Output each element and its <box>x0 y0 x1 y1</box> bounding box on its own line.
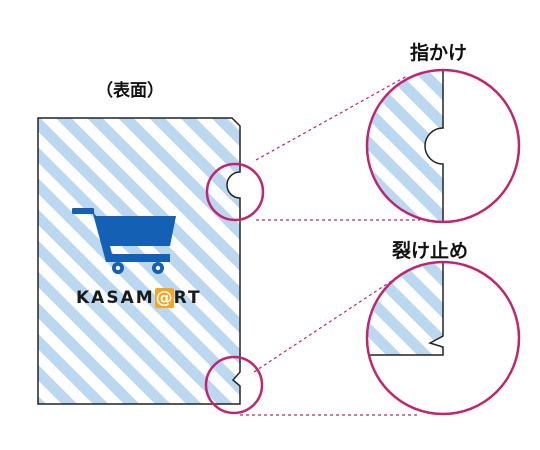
finger-hook-zoom <box>365 68 521 224</box>
tear-stop-highlight <box>204 355 264 415</box>
finger-hook-highlight <box>205 162 265 222</box>
finger-hook-label: 指かけ <box>410 42 468 64</box>
logo-text-before: KASAM <box>76 288 155 308</box>
kasamart-logo: KASAM@RT <box>76 288 202 308</box>
shopping-cart-icon <box>72 208 176 274</box>
logo-text-after: RT <box>173 288 202 308</box>
tear-stop-zoom <box>365 260 521 416</box>
front-side-label: （表面） <box>96 81 164 101</box>
tear-stop-label: 裂け止め <box>392 240 469 262</box>
callout-connectors <box>240 75 420 416</box>
logo-at-mark: @ <box>154 288 174 308</box>
